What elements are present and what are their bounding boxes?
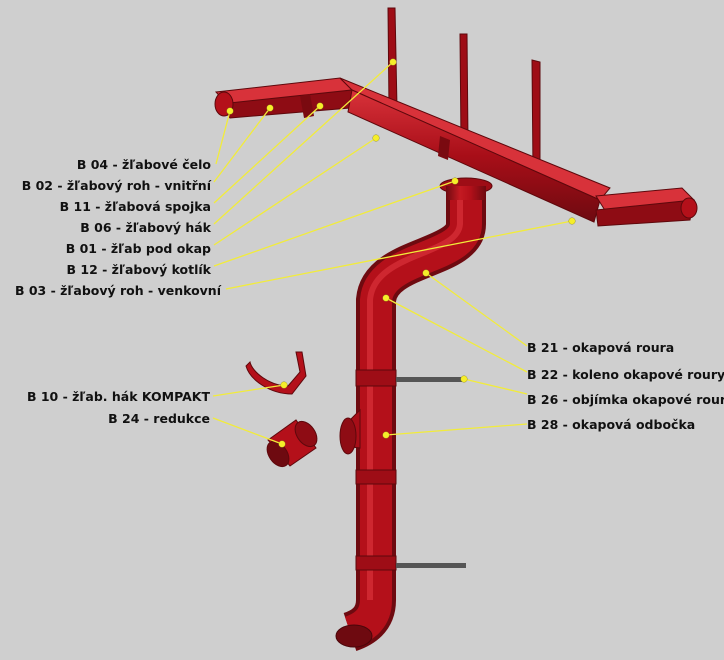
labels-right: B 21 - okapová roura B 22 - koleno okapo… [527,340,724,432]
label-b26: B 26 - objímka okapové roury [527,392,724,407]
gutter-assembly [214,77,698,227]
label-b28: B 28 - okapová odbočka [527,417,695,432]
compact-hook-part [245,351,307,395]
label-b03: B 03 - žľabový roh - venkovní [15,283,222,298]
label-b12: B 12 - žľabový kotlík [67,262,212,277]
reducer-part [266,419,318,468]
gutter-hook-rods [387,7,541,171]
label-b02: B 02 - žľabový roh - vnitřní [22,178,212,193]
label-b04: B 04 - žľabové čelo [77,157,212,172]
label-b24: B 24 - redukce [108,411,210,426]
labels-left: B 04 - žľabové čelo B 02 - žľabový roh -… [15,157,222,426]
leader-lines [212,61,573,445]
label-b01: B 01 - žľab pod okap [66,241,211,256]
leader-dots [226,58,576,448]
label-b06: B 06 - žľabový hák [80,220,211,235]
label-b10: B 10 - žľab. hák KOMPAKT [27,389,210,404]
label-b22: B 22 - koleno okapové roury [527,367,724,382]
label-b11: B 11 - žľabová spojka [60,199,211,214]
downpipe [335,200,486,651]
pipe-clamp-rods [396,377,466,568]
label-b21: B 21 - okapová roura [527,340,674,355]
